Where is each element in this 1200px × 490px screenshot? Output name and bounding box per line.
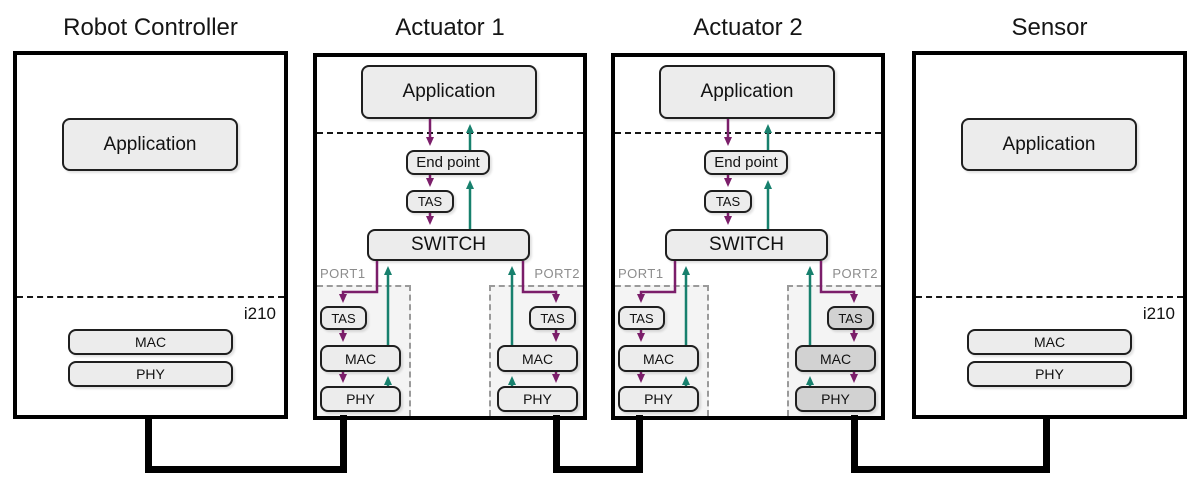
hw-sw-divider [615,132,881,134]
port1-tas-box: TAS [320,306,367,330]
mac-label: MAC [819,350,852,367]
phy-label: PHY [136,366,165,382]
port2-phy-box: PHY [497,386,578,412]
application-box: Application [659,65,835,119]
port2-mac-box-highlighted: MAC [795,345,876,372]
port1-mac-box: MAC [618,345,699,372]
port1-phy-box: PHY [618,386,699,412]
phy-label: PHY [523,391,552,407]
hw-sw-divider [916,296,1183,298]
port2-label: PORT2 [534,266,580,281]
robot-controller-device: Application i210 MAC PHY [13,51,288,419]
cable-actuator2-port2-stub [851,415,858,473]
nic-i210-label: i210 [243,304,276,323]
port1-tas-box: TAS [618,306,665,330]
tas-box: TAS [406,190,454,213]
cable-sensor-stub [1043,415,1050,473]
phy-label: PHY [644,391,673,407]
endpoint-box: End point [704,150,788,175]
actuator2-title: Actuator 2 [693,14,803,41]
switch-label: SWITCH [411,234,486,255]
hw-sw-divider [17,296,284,298]
mac-label: MAC [344,350,377,367]
hw-sw-divider [317,132,583,134]
port2-label: PORT2 [832,266,878,281]
tas-label: TAS [629,310,654,326]
endpoint-box: End point [406,150,490,175]
cable-actuator2-sensor [851,466,1050,473]
endpoint-label: End point [416,154,480,171]
application-label: Application [402,81,496,102]
application-label: Application [1002,133,1096,155]
robot-controller-title: Robot Controller [63,14,238,41]
switch-box: SWITCH [367,229,530,261]
endpoint-label: End point [714,154,778,171]
cable-actuator1-port2-stub [553,415,560,473]
tas-box: TAS [704,190,752,213]
mac-label: MAC [642,350,675,367]
tas-label: TAS [331,310,356,326]
mac-label: MAC [521,350,554,367]
cable-actuator1-actuator2 [553,466,643,473]
cable-actuator2-port1-stub [636,415,643,473]
port1-phy-box: PHY [320,386,401,412]
mac-label: MAC [134,334,167,350]
application-box: Application [361,65,537,119]
port2-phy-box-highlighted: PHY [795,386,876,412]
tas-label: TAS [715,194,741,209]
phy-label: PHY [821,391,850,407]
tas-label: TAS [417,194,443,209]
application-label: Application [700,81,794,102]
port1-label: PORT1 [618,266,664,281]
nic-i210-label: i210 [1142,304,1175,323]
sensor-title: Sensor [1011,14,1088,41]
cable-robotcontroller-stub [145,415,152,473]
cable-actuator1-port1-stub [340,415,347,473]
actuator1-title: Actuator 1 [395,14,505,41]
cable-robotcontroller-actuator1 [145,466,347,473]
sensor-device: Application i210 MAC PHY [912,51,1187,419]
mac-label: MAC [1033,334,1066,350]
switch-label: SWITCH [709,234,784,255]
actuator1-device: PORT1 PORT2 Application End point TAS SW… [313,53,587,420]
phy-box: PHY [967,361,1132,387]
application-box: Application [62,118,238,171]
port1-mac-box: MAC [320,345,401,372]
port2-tas-box-highlighted: TAS [827,306,874,330]
mac-box: MAC [68,329,233,355]
application-label: Application [103,133,197,155]
phy-box: PHY [68,361,233,387]
application-box: Application [961,118,1137,171]
port1-label: PORT1 [320,266,366,281]
port2-tas-box: TAS [529,306,576,330]
tas-label: TAS [540,310,565,326]
tas-label: TAS [838,310,863,326]
phy-label: PHY [346,391,375,407]
port2-mac-box: MAC [497,345,578,372]
phy-label: PHY [1035,366,1064,382]
mac-box: MAC [967,329,1132,355]
actuator2-device: PORT1 PORT2 Application End point TAS SW… [611,53,885,420]
switch-box: SWITCH [665,229,828,261]
